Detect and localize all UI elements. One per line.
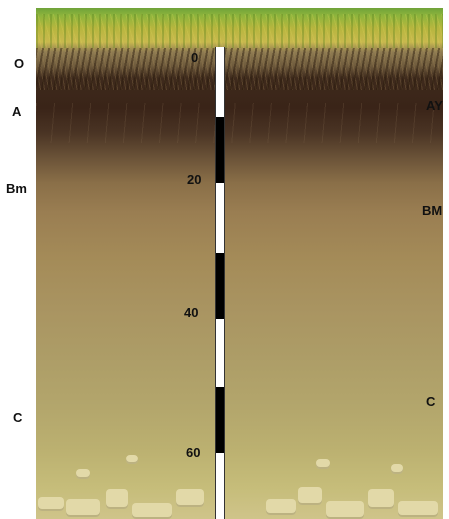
depth-tick-label: 20 [187, 172, 202, 187]
depth-tick-label: 40 [184, 305, 199, 320]
rock [398, 501, 438, 517]
rock [126, 455, 138, 464]
rock [316, 459, 330, 469]
depth-ruler [215, 47, 225, 519]
organic-layer [36, 48, 443, 90]
depth-tick-label: 0 [191, 50, 199, 65]
rock [391, 464, 403, 474]
depth-tick-label: 60 [186, 445, 201, 460]
rock [132, 503, 172, 519]
ruler-black-segment [216, 253, 224, 319]
soil-profile [36, 8, 443, 519]
rock [298, 487, 322, 505]
horizon-label-o: O [14, 56, 25, 71]
grass-layer [36, 14, 443, 48]
horizon-label-c-left: C [13, 410, 23, 425]
parent-material-rocks [36, 424, 443, 519]
rock [176, 489, 204, 507]
rock [368, 489, 394, 509]
rock [66, 499, 100, 517]
horizon-label-a: A [12, 104, 22, 119]
horizon-label-bm-right: BM [422, 203, 443, 218]
horizon-label-ay: AY [426, 98, 443, 113]
root-zone [36, 103, 443, 143]
rock [76, 469, 90, 479]
rock [266, 499, 296, 515]
rock [106, 489, 128, 509]
horizon-label-c-right: C [426, 394, 436, 409]
rock [326, 501, 364, 519]
ruler-black-segment [216, 387, 224, 453]
rock [38, 497, 64, 511]
ruler-black-segment [216, 117, 224, 183]
horizon-label-bm: Bm [6, 181, 27, 196]
